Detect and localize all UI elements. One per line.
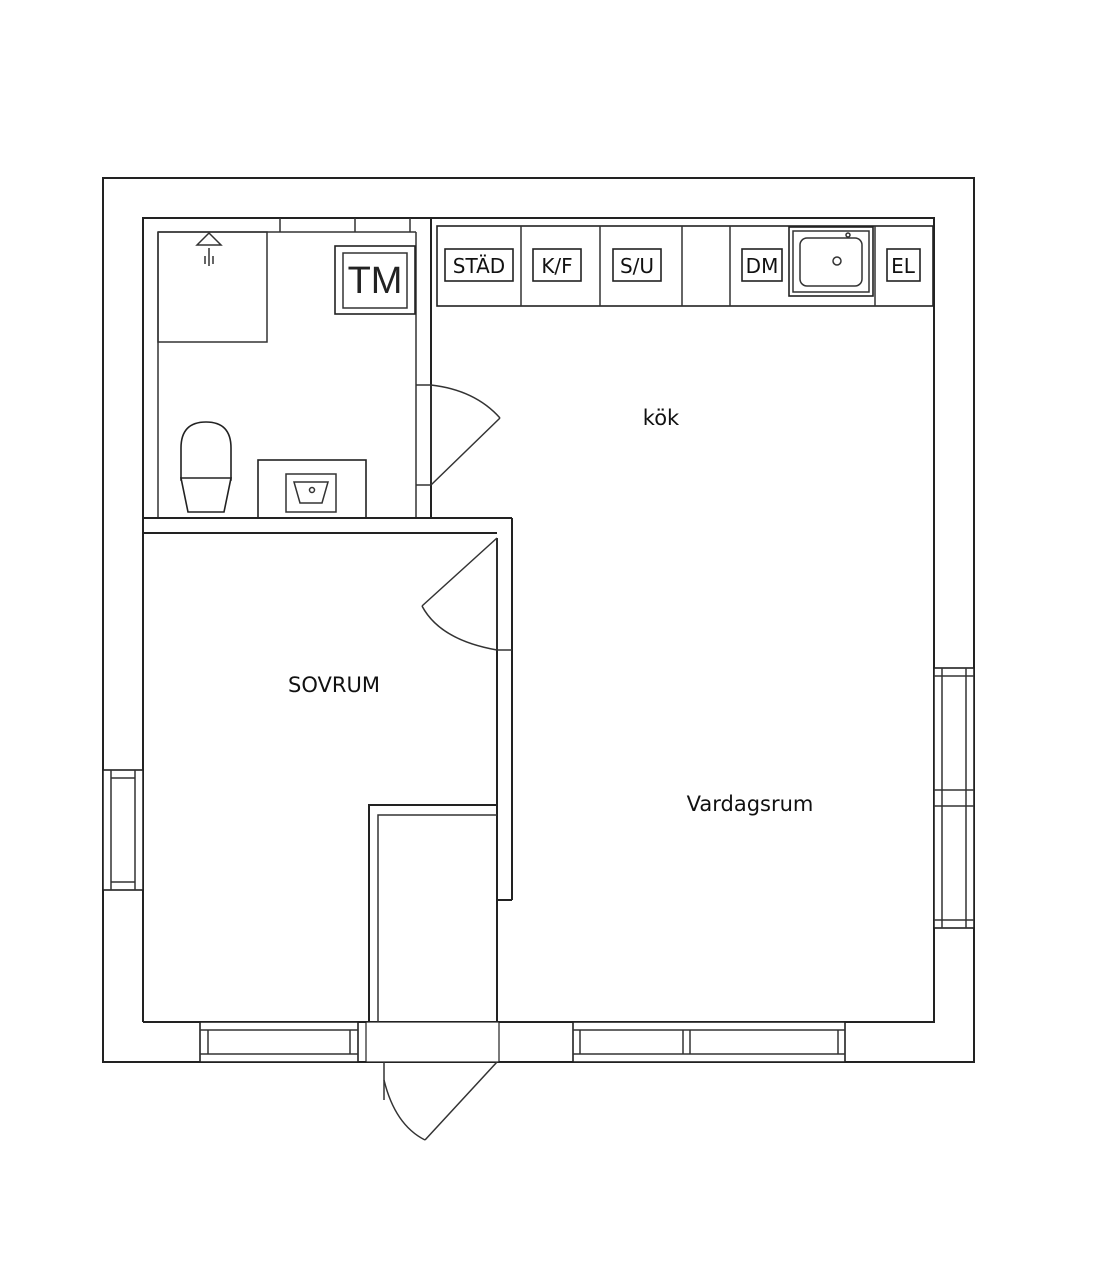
shower-icon [157, 231, 268, 343]
exterior-walls [102, 177, 975, 1063]
door-swing-icon [421, 537, 498, 651]
cabinet-kf: K/F [532, 248, 582, 282]
cabinet-su: S/U [612, 248, 662, 282]
cabinet-el-label: EL [891, 254, 916, 278]
window-icon [572, 1021, 846, 1063]
door-swing-icon [430, 384, 501, 486]
bathroom-walls [142, 217, 432, 519]
room-label-bedroom: SOVRUM [288, 673, 380, 697]
room-label-living: Vardagsrum [687, 792, 814, 816]
cabinet-stad: STÄD [444, 248, 514, 282]
window-icon [933, 667, 975, 929]
cabinet-stad-label: STÄD [453, 254, 505, 278]
tm-appliance: TM [334, 245, 416, 315]
door-swing-icon [365, 1021, 500, 1141]
interior-walls [143, 517, 513, 1022]
toilet-icon [180, 421, 232, 513]
cabinet-el: EL [886, 248, 921, 282]
window-icon [199, 1021, 359, 1063]
cabinet-su-label: S/U [620, 254, 654, 278]
cabinet-dm: DM [741, 248, 783, 282]
window-icon [102, 769, 144, 891]
tm-label: TM [348, 260, 403, 302]
washbasin-icon [257, 459, 367, 519]
cabinet-dm-label: DM [746, 254, 779, 278]
cabinet-kf-label: K/F [541, 254, 572, 278]
kitchen-sink-icon [788, 226, 874, 297]
room-label-kitchen: kök [643, 406, 680, 430]
